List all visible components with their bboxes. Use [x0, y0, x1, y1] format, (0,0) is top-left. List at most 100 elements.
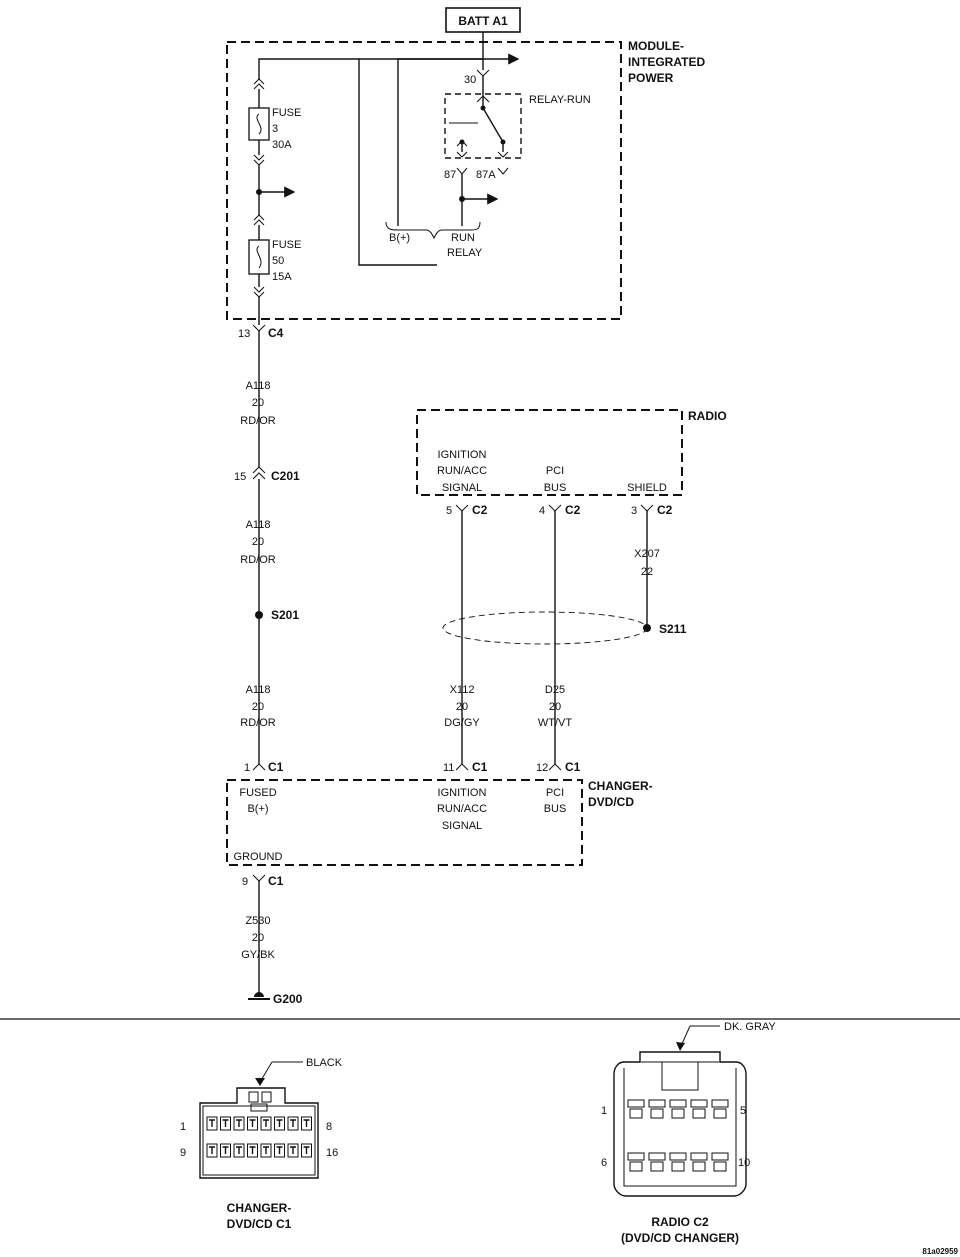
svg-text:G200: G200: [273, 992, 303, 1006]
svg-text:RUN/ACC: RUN/ACC: [437, 803, 487, 815]
svg-text:C1: C1: [268, 760, 284, 774]
svg-text:1: 1: [244, 762, 250, 774]
connector-c2-pin3: 3 C2: [631, 503, 673, 517]
svg-text:15A: 15A: [272, 271, 292, 283]
connector-c2-pin4: 4 C2: [539, 503, 581, 517]
svg-text:13: 13: [238, 328, 250, 340]
svg-text:C1: C1: [565, 760, 581, 774]
svg-text:PCI: PCI: [546, 787, 564, 799]
svg-text:FUSE: FUSE: [272, 107, 301, 119]
svg-text:16: 16: [326, 1147, 338, 1159]
svg-text:9: 9: [242, 876, 248, 888]
pin-cavity: [206, 1143, 218, 1158]
svg-text:X112: X112: [450, 684, 475, 696]
svg-text:FUSED: FUSED: [239, 787, 276, 799]
svg-text:C2: C2: [472, 503, 488, 517]
changer-module-label: CHANGER- DVD/CD: [588, 779, 653, 809]
pin-cavity: [287, 1143, 299, 1158]
svg-text:CHANGER-: CHANGER-: [227, 1201, 292, 1215]
connector-c1-pin9: 9 C1: [242, 874, 284, 888]
svg-text:S201: S201: [271, 608, 299, 622]
wire-label-x207: X207 22: [634, 548, 660, 578]
svg-text:RD/OR: RD/OR: [240, 554, 276, 566]
connector-view-c2: DK. GRAY 1 5 6 10 RADIO C2 (DVD/CD CHANG…: [601, 1021, 776, 1245]
svg-text:87: 87: [444, 169, 456, 181]
svg-text:A118: A118: [246, 519, 271, 531]
svg-text:30: 30: [464, 74, 476, 86]
svg-text:10: 10: [738, 1157, 750, 1169]
svg-text:WT/VT: WT/VT: [538, 717, 572, 729]
svg-text:50: 50: [272, 255, 284, 267]
batt-a1-terminal: BATT A1: [445, 7, 521, 33]
svg-text:8: 8: [326, 1121, 332, 1133]
wire-label-x112: X112 20 DG/GY: [444, 684, 480, 729]
svg-text:30A: 30A: [272, 139, 292, 151]
svg-text:D25: D25: [545, 684, 565, 696]
pin-cavity: [233, 1143, 245, 1158]
wire-label-z530: Z530 20 GY/BK: [241, 915, 275, 961]
svg-text:20: 20: [252, 536, 264, 548]
svg-text:RELAY: RELAY: [447, 247, 483, 259]
svg-text:GY/BK: GY/BK: [241, 949, 275, 961]
pin-cavity: [220, 1116, 231, 1131]
svg-text:B(+): B(+): [247, 803, 268, 815]
svg-text:20: 20: [549, 701, 561, 713]
svg-text:DVD/CD: DVD/CD: [588, 795, 634, 809]
pin-cavity: [627, 1099, 645, 1119]
svg-text:C1: C1: [268, 874, 284, 888]
figure-id: 81a02959: [922, 1247, 958, 1256]
pin-cavity: [260, 1116, 272, 1131]
svg-text:3: 3: [272, 123, 278, 135]
svg-text:CHANGER-: CHANGER-: [588, 779, 653, 793]
pin-cavity: [301, 1116, 312, 1131]
connector-c1-pin12: 12 C1: [536, 760, 581, 774]
svg-text:C2: C2: [565, 503, 581, 517]
pin-cavity: [274, 1143, 285, 1158]
svg-text:11: 11: [443, 762, 454, 774]
svg-text:(DVD/CD CHANGER): (DVD/CD CHANGER): [621, 1231, 739, 1245]
svg-text:BUS: BUS: [544, 482, 567, 494]
relay-run: 30 RELAY-RUN 87 87A B(+) RUN RELAY: [385, 69, 591, 259]
svg-text:C201: C201: [271, 469, 300, 483]
svg-text:BLACK: BLACK: [306, 1057, 343, 1069]
svg-text:20: 20: [252, 701, 264, 713]
radio-module-box: [416, 409, 683, 496]
svg-text:22: 22: [641, 566, 653, 578]
c2-pin-cavities: [627, 1099, 729, 1172]
svg-text:RD/OR: RD/OR: [240, 415, 276, 427]
svg-text:SIGNAL: SIGNAL: [442, 482, 482, 494]
svg-text:5: 5: [740, 1105, 746, 1117]
svg-text:SIGNAL: SIGNAL: [442, 820, 482, 832]
c1-pin-cavities: [206, 1116, 312, 1158]
svg-text:1: 1: [180, 1121, 186, 1133]
wire-label-a118-2: A118 20 RD/OR: [240, 519, 276, 566]
radio-module-label: RADIO: [688, 409, 727, 423]
svg-text:Z530: Z530: [245, 915, 270, 927]
svg-text:20: 20: [456, 701, 468, 713]
svg-text:DG/GY: DG/GY: [444, 717, 480, 729]
pin-cavity: [233, 1116, 245, 1131]
connector-view-c1: BLACK 1 8 9 16 CHANGER- DVD/CD C1: [180, 1057, 343, 1231]
fuse-3: FUSE 3 30A: [248, 78, 301, 166]
pin-cavity: [648, 1152, 666, 1172]
pin-cavity: [627, 1152, 645, 1172]
svg-text:PCI: PCI: [546, 465, 564, 477]
svg-text:X207: X207: [634, 548, 660, 560]
svg-text:DVD/CD C1: DVD/CD C1: [227, 1217, 292, 1231]
svg-text:20: 20: [252, 932, 264, 944]
pin-cavity: [669, 1099, 687, 1119]
bus-wire-fuses: [258, 58, 359, 80]
svg-text:SHIELD: SHIELD: [627, 482, 667, 494]
svg-text:1: 1: [601, 1105, 607, 1117]
pin-cavity: [287, 1116, 299, 1131]
connector-c1-pin11: 11 C1: [443, 760, 488, 774]
svg-text:RUN: RUN: [451, 232, 475, 244]
pin-cavity: [220, 1143, 231, 1158]
pin-cavity: [711, 1152, 729, 1172]
pin-cavity: [260, 1143, 272, 1158]
connector-c1-pin1: 1 C1: [244, 760, 284, 774]
connector-c4: 13 C4: [238, 324, 284, 340]
svg-text:INTEGRATED: INTEGRATED: [628, 55, 705, 69]
pin-cavity: [301, 1143, 312, 1158]
module-integrated-power-label: MODULE- INTEGRATED POWER: [628, 39, 705, 85]
